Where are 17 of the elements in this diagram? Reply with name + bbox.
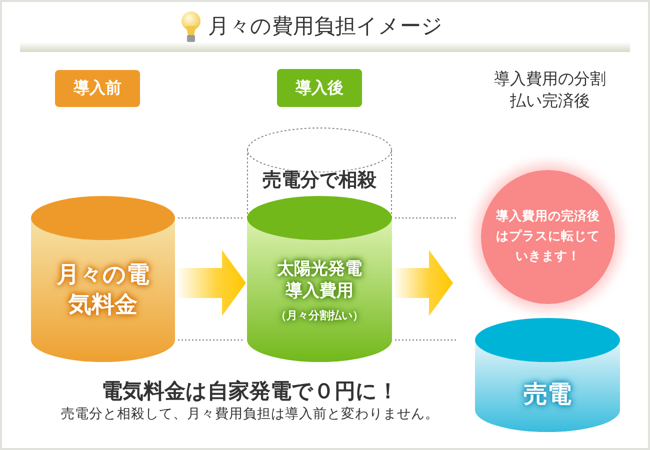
cylinder-note: （月々分割払い）: [274, 308, 364, 323]
title: 月々の費用負担イメージ: [208, 13, 443, 40]
block-arrow: [393, 250, 453, 316]
block-arrow: [176, 250, 246, 316]
cylinder: [31, 196, 175, 362]
headline: 電気料金は自家発電で０円に！: [100, 378, 400, 405]
cylinder-label: 太陽光発電導入費用: [276, 258, 363, 302]
column-heading: 導入費用の分割払い完済後: [493, 68, 607, 112]
stage-badge: 導入前: [55, 70, 140, 107]
cylinder: [247, 196, 392, 362]
cylinder: [475, 318, 620, 432]
bubble-text: 導入費用の完済後はプラスに転じていきます！: [495, 207, 601, 265]
note-text: 売電分と相殺して、月々費用負担は導入前と変わりません。: [60, 405, 440, 423]
stage-badge: 導入後: [277, 69, 362, 107]
cylinder-caption: 売電分で相殺: [262, 168, 378, 193]
cylinder-label: 売電: [522, 379, 572, 410]
cylinder-label: 月々の電気料金: [56, 261, 150, 320]
